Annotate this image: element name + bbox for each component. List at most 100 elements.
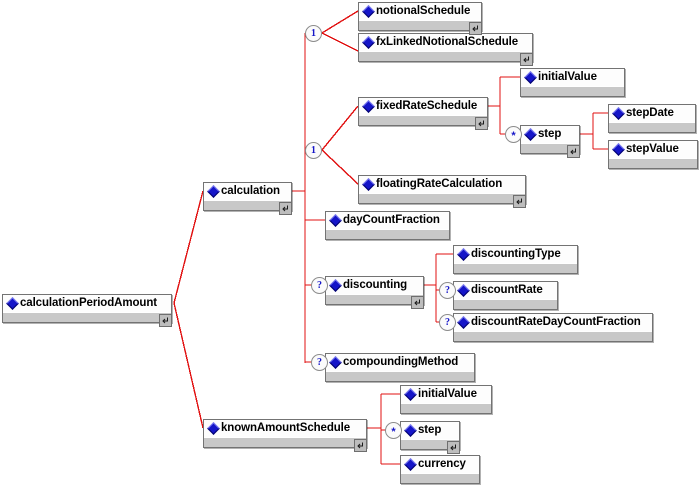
optional-marker-discountRateDayCountFraction: ? (439, 314, 456, 331)
node-label: notionalSchedule (376, 5, 471, 17)
node-label: compoundingMethod (343, 356, 459, 368)
node-compoundingMethod[interactable]: compoundingMethod (325, 353, 475, 382)
optional-marker-compoundingMethod: ? (311, 354, 328, 371)
node-type-bar (359, 193, 525, 203)
node-type-bar (609, 122, 695, 132)
node-discounting[interactable]: discounting (325, 276, 424, 309)
node-type-bar (521, 86, 624, 96)
node-title: initialValue (521, 69, 624, 86)
node-title: fixedRateSchedule (359, 98, 487, 115)
node-fxLinkedNotionalSchedule[interactable]: fxLinkedNotionalSchedule (358, 33, 533, 66)
expand-children-icon[interactable] (475, 117, 488, 130)
node-type-bar (401, 473, 479, 483)
node-label: discounting (343, 279, 408, 291)
node-type-bar (454, 263, 577, 273)
node-label: calculation (221, 185, 280, 197)
node-label: knownAmountSchedule (221, 422, 351, 434)
node-stepValue[interactable]: stepValue (608, 140, 698, 169)
expand-children-icon[interactable] (447, 441, 460, 454)
node-title: floatingRateCalculation (359, 176, 525, 193)
unbounded-marker-step-fixedRateSchedule: * (505, 126, 522, 143)
node-type-bar (454, 299, 557, 309)
node-type-bar (204, 200, 291, 210)
node-label: initialValue (418, 388, 477, 400)
node-title: compoundingMethod (326, 354, 474, 371)
node-title: step (521, 126, 579, 143)
node-initialValue-knownAmountSchedule[interactable]: initialValue (400, 385, 492, 414)
node-dayCountFraction[interactable]: dayCountFraction (325, 211, 450, 240)
node-label: fxLinkedNotionalSchedule (376, 36, 519, 48)
node-title: discountRate (454, 282, 557, 299)
node-type-bar (454, 331, 652, 341)
node-title: stepDate (609, 105, 695, 122)
node-title: step (401, 422, 459, 439)
node-type-bar (326, 294, 423, 304)
node-title: notionalSchedule (359, 3, 481, 20)
node-label: stepDate (626, 107, 674, 119)
node-title: fxLinkedNotionalSchedule (359, 34, 532, 51)
choice-marker-rate-group: 1 (305, 142, 322, 159)
expand-children-icon[interactable] (159, 314, 172, 327)
node-step-fixedRateSchedule[interactable]: step (520, 125, 580, 158)
node-label: calculationPeriodAmount (20, 297, 157, 309)
node-type-bar (401, 439, 459, 449)
node-type-bar (359, 20, 481, 30)
node-label: discountingType (471, 248, 561, 260)
node-label: currency (418, 458, 466, 470)
node-type-bar (326, 229, 449, 239)
node-label: initialValue (538, 71, 597, 83)
node-knownAmountSchedule[interactable]: knownAmountSchedule (203, 419, 367, 452)
node-title: knownAmountSchedule (204, 420, 366, 437)
choice-marker-notional-group: 1 (305, 25, 322, 42)
node-title: discountingType (454, 246, 577, 263)
node-notionalSchedule[interactable]: notionalSchedule (358, 2, 482, 35)
node-calculationPeriodAmount[interactable]: calculationPeriodAmount (2, 294, 172, 327)
node-type-bar (401, 403, 491, 413)
node-label: discountRate (471, 284, 543, 296)
node-type-bar (609, 158, 697, 168)
node-floatingRateCalculation[interactable]: floatingRateCalculation (358, 175, 526, 208)
optional-marker-discounting: ? (311, 277, 328, 294)
node-discountRateDayCountFraction[interactable]: discountRateDayCountFraction (453, 313, 653, 342)
node-title: initialValue (401, 386, 491, 403)
node-fixedRateSchedule[interactable]: fixedRateSchedule (358, 97, 488, 130)
expand-children-icon[interactable] (520, 53, 533, 66)
unbounded-marker-step-knownAmountSchedule: * (385, 422, 402, 439)
unbounded-symbol: * (391, 426, 396, 438)
node-title: discountRateDayCountFraction (454, 314, 652, 331)
node-label: fixedRateSchedule (376, 100, 478, 112)
node-discountRate[interactable]: discountRate (453, 281, 558, 310)
node-stepDate[interactable]: stepDate (608, 104, 696, 133)
optional-marker-discountRate: ? (439, 282, 456, 299)
node-title: calculation (204, 183, 291, 200)
node-label: dayCountFraction (343, 214, 440, 226)
node-currency[interactable]: currency (400, 455, 480, 484)
unbounded-symbol: * (511, 130, 516, 142)
node-title: discounting (326, 277, 423, 294)
node-label: stepValue (626, 143, 679, 155)
node-type-bar (326, 371, 474, 381)
node-initialValue-fixedRateSchedule[interactable]: initialValue (520, 68, 625, 97)
node-step-knownAmountSchedule[interactable]: step (400, 421, 460, 454)
node-type-bar (3, 312, 171, 322)
node-label: floatingRateCalculation (376, 178, 503, 190)
node-title: currency (401, 456, 479, 473)
node-label: step (538, 128, 562, 140)
node-label: step (418, 424, 442, 436)
node-type-bar (204, 437, 366, 447)
expand-children-icon[interactable] (567, 145, 580, 158)
node-label: discountRateDayCountFraction (471, 316, 641, 328)
node-title: calculationPeriodAmount (3, 295, 171, 312)
node-discountingType[interactable]: discountingType (453, 245, 578, 274)
node-title: dayCountFraction (326, 212, 449, 229)
node-type-bar (521, 143, 579, 153)
expand-children-icon[interactable] (469, 22, 482, 35)
node-title: stepValue (609, 141, 697, 158)
expand-children-icon[interactable] (354, 439, 367, 452)
expand-children-icon[interactable] (279, 202, 292, 215)
node-type-bar (359, 51, 532, 61)
expand-children-icon[interactable] (411, 296, 424, 309)
node-calculation[interactable]: calculation (203, 182, 292, 215)
expand-children-icon[interactable] (513, 195, 526, 208)
